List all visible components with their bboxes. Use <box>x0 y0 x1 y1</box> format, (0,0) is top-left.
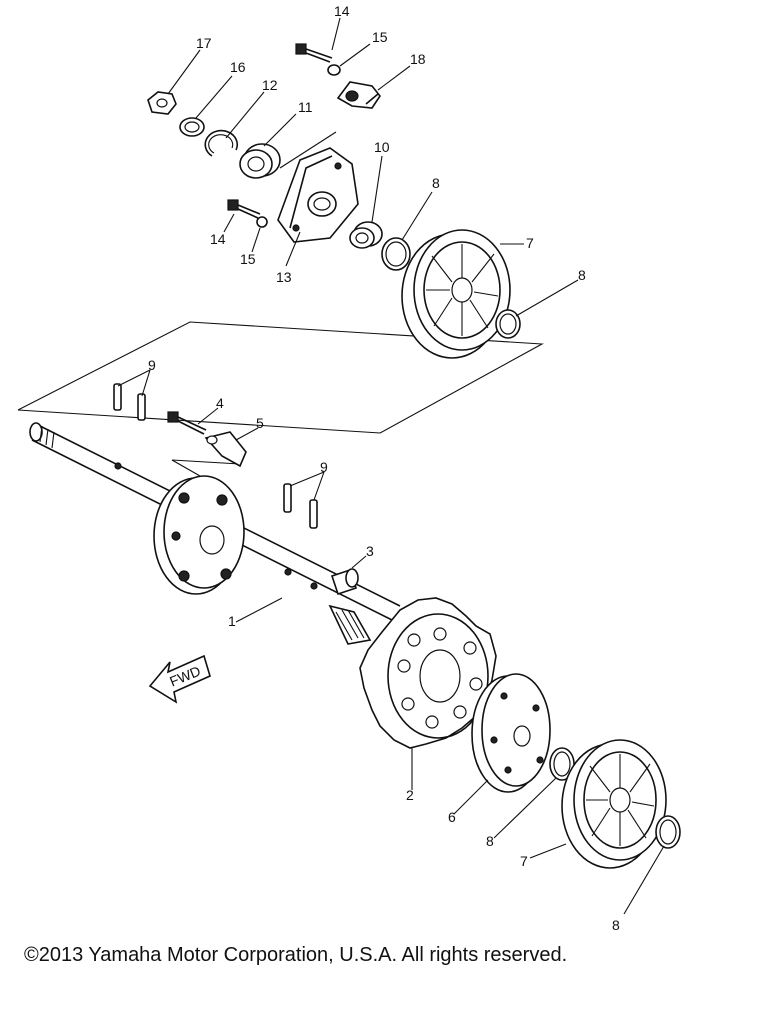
callout-labels: 14 15 17 16 12 11 18 10 8 7 8 14 15 13 9… <box>148 3 620 933</box>
callout-14-left: 14 <box>210 231 226 247</box>
part-12-circlip <box>204 129 239 157</box>
copyright-notice: ©2013 Yamaha Motor Corporation, U.S.A. A… <box>24 944 568 966</box>
part-4-bolt <box>167 411 207 435</box>
callout-2: 2 <box>406 787 414 803</box>
part-8-spacer-lower <box>549 747 575 781</box>
callout-5: 5 <box>256 415 264 431</box>
callout-7-lower: 7 <box>520 853 528 869</box>
exploded-parts-diagram: FWD 14 15 17 16 12 11 <box>17 3 681 933</box>
part-15-washer-left <box>256 216 268 228</box>
part-16-washer <box>179 117 205 137</box>
callout-12: 12 <box>262 77 278 93</box>
part-5-bracket <box>204 431 247 468</box>
part-17-nut <box>147 91 177 115</box>
part-10-bearing <box>349 221 383 249</box>
callout-18: 18 <box>410 51 426 67</box>
callout-8-lower-right: 8 <box>612 917 620 933</box>
fwd-arrow-icon: FWD <box>148 654 211 704</box>
callout-4: 4 <box>216 395 224 411</box>
callout-9-lower: 9 <box>320 459 328 475</box>
callout-13: 13 <box>276 269 292 285</box>
part-11-bearing <box>239 143 281 179</box>
assembly-outline <box>17 131 544 477</box>
part-8-spacer-upper <box>381 237 411 271</box>
callout-9-upper: 9 <box>148 357 156 373</box>
callout-14-top: 14 <box>334 3 350 19</box>
part-14-bolt-left <box>227 199 261 219</box>
part-13-housing <box>277 147 359 243</box>
callout-15-top: 15 <box>372 29 388 45</box>
callout-1: 1 <box>228 613 236 629</box>
callout-10: 10 <box>374 139 390 155</box>
callout-11: 11 <box>298 99 313 115</box>
part-3-collar <box>330 568 359 596</box>
callout-6: 6 <box>448 809 456 825</box>
part-9-pins-lower <box>283 483 318 529</box>
callout-7-upper: 7 <box>526 235 534 251</box>
callout-17: 17 <box>196 35 212 51</box>
left-flange <box>153 475 245 595</box>
part-8-spacer-upper-right <box>495 309 521 339</box>
part-14-bolt-top <box>295 43 333 63</box>
part-9-pins-upper <box>113 383 146 421</box>
callout-8-lower: 8 <box>486 833 494 849</box>
part-18-bracket <box>336 81 381 109</box>
part-8-spacer-lower-right <box>655 815 681 849</box>
part-7-wheel-lower <box>561 739 667 869</box>
callout-3: 3 <box>366 543 374 559</box>
leader-lines <box>117 17 665 915</box>
callout-16: 16 <box>230 59 246 75</box>
callout-8-upper-right: 8 <box>578 267 586 283</box>
callout-15-left: 15 <box>240 251 256 267</box>
callout-8-upper: 8 <box>432 175 440 191</box>
part-15-washer-top <box>327 64 341 76</box>
part-7-wheel-upper <box>401 229 511 359</box>
part-2-sprocket <box>359 597 497 749</box>
shaft-spline-end <box>328 604 372 645</box>
part-6-hub-plate <box>471 673 551 793</box>
